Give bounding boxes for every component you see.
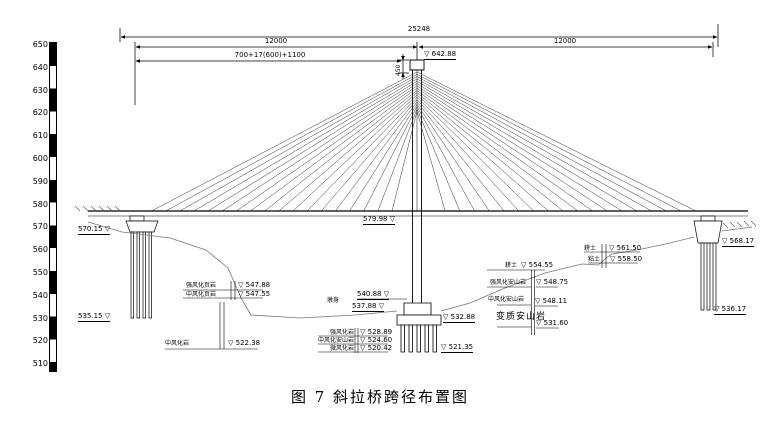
right-abutment bbox=[694, 216, 722, 310]
dim-total-span: 25248 bbox=[407, 25, 431, 33]
dim-cable-spacing: 700+17(600)+1100 bbox=[234, 51, 306, 59]
elevation-marker-icon: ▽ bbox=[238, 290, 244, 298]
tower-foundation bbox=[357, 299, 441, 352]
scale-label: 650 bbox=[32, 40, 48, 49]
terrain-lines bbox=[88, 222, 752, 318]
geology-left-stratum-1: 强风化页岩 bbox=[186, 282, 217, 289]
dim-left-span: 12000 bbox=[264, 37, 288, 45]
elevation-tower-top: ▽ 642.88 bbox=[424, 50, 457, 60]
elevation-left-pile-tip: 535.15 ▽ bbox=[78, 312, 111, 322]
geology-left-stratum-2: 中风化页岩 bbox=[186, 291, 217, 298]
elevation-right-terrace-1: ▽ 561.50 bbox=[609, 244, 642, 252]
elevation-marker-icon: ▽ bbox=[360, 336, 366, 344]
geology-borehole-1: 耕土 bbox=[505, 262, 518, 269]
geology-center-stratum-2: 中风化安山岩 bbox=[317, 337, 354, 344]
elevation-center-stratum-3: ▽ 520.42 bbox=[360, 344, 393, 352]
stay-cables bbox=[152, 72, 696, 211]
elevation-right-pile-tip: ▽ 536.17 bbox=[714, 305, 747, 315]
elevation-marker-icon: ▽ bbox=[228, 339, 234, 347]
elevation-marker-icon: ▽ bbox=[722, 237, 728, 245]
elevation-scale-bar bbox=[49, 42, 57, 372]
elevation-cap-bottom: ▽ 532.88 bbox=[443, 313, 476, 323]
elevation-marker-icon: ▽ bbox=[383, 290, 390, 298]
scale-label: 580 bbox=[32, 200, 48, 209]
geology-borehole-4: 变质安山岩 bbox=[496, 312, 547, 322]
scale-label: 630 bbox=[32, 86, 48, 95]
geology-right-soil-2: 粘土 bbox=[588, 256, 601, 263]
scale-label: 620 bbox=[32, 108, 48, 117]
elevation-marker-icon: ▽ bbox=[378, 302, 385, 310]
scale-label: 590 bbox=[32, 177, 48, 186]
elevation-cap-mid: 537.88 ▽ bbox=[352, 302, 385, 312]
elevation-right-abutment: ▽ 568.17 bbox=[722, 237, 755, 247]
elevation-left-abutment: 570.15 ▽ bbox=[78, 225, 111, 235]
elevation-right-terrace-2: ▽ 558.50 bbox=[610, 255, 643, 263]
elevation-center-stratum-2: ▽ 524.60 bbox=[360, 336, 393, 344]
ground-hatching bbox=[75, 206, 756, 228]
geology-center-stratum-3: 微风化岩 bbox=[329, 345, 354, 352]
scale-label: 610 bbox=[32, 131, 48, 140]
elevation-marker-icon: ▽ bbox=[714, 305, 720, 313]
elevation-marker-icon: ▽ bbox=[360, 344, 366, 352]
right-terrace-leaders bbox=[584, 244, 640, 268]
elevation-borehole-4: ▽ 531.60 bbox=[536, 319, 569, 327]
elevation-borehole-1: ▽ 554.55 bbox=[521, 261, 554, 269]
elevation-marker-icon: ▽ bbox=[521, 261, 527, 269]
left-strata-leaders bbox=[165, 281, 263, 349]
elevation-marker-icon: ▽ bbox=[610, 255, 616, 263]
elevation-borehole-2: ▽ 548.75 bbox=[536, 278, 569, 286]
elevation-borehole-3: ▽ 548.11 bbox=[535, 297, 568, 305]
elevation-marker-icon: ▽ bbox=[104, 312, 111, 320]
left-abutment bbox=[126, 216, 158, 318]
scale-label: 530 bbox=[32, 314, 48, 323]
dim-tower-anchor-height: 450 bbox=[395, 64, 402, 76]
elevation-left-stratum-1: ▽ 547.88 bbox=[238, 281, 271, 289]
elevation-left-rock: ▽ 522.38 bbox=[228, 339, 261, 347]
geology-right-soil-1: 耕土 bbox=[584, 245, 597, 252]
scale-label: 640 bbox=[32, 63, 48, 72]
scale-label: 570 bbox=[32, 222, 48, 231]
elevation-marker-icon: ▽ bbox=[238, 281, 244, 289]
elevation-marker-icon: ▽ bbox=[609, 244, 615, 252]
elevation-deck-at-tower: 579.98 ▽ bbox=[363, 215, 396, 225]
elevation-marker-icon: ▽ bbox=[104, 225, 111, 233]
figure-caption: 图 7 斜拉桥跨径布置图 bbox=[290, 388, 470, 406]
elevation-marker-icon: ▽ bbox=[443, 313, 449, 321]
pier-label: 墩身 bbox=[327, 297, 340, 304]
scale-label: 550 bbox=[32, 268, 48, 277]
tower bbox=[410, 60, 424, 303]
elevation-marker-icon: ▽ bbox=[536, 319, 542, 327]
geology-borehole-3: 中风化安山岩 bbox=[488, 296, 525, 303]
elevation-cap-top: 540.88 ▽ bbox=[357, 290, 390, 300]
geology-center-stratum-1: 强风化岩 bbox=[329, 329, 354, 336]
bridge-deck bbox=[88, 211, 748, 216]
borehole-column bbox=[487, 270, 559, 335]
elevation-marker-icon: ▽ bbox=[535, 297, 541, 305]
center-strata-leaders bbox=[318, 328, 388, 353]
scale-label: 520 bbox=[32, 336, 48, 345]
scale-label: 600 bbox=[32, 154, 48, 163]
elevation-tower-pile-tip: ▽ 521.35 bbox=[441, 343, 474, 353]
elevation-left-stratum-2: ▽ 547.55 bbox=[238, 290, 271, 298]
geology-borehole-2: 强风化安山岩 bbox=[490, 279, 527, 286]
elevation-marker-icon: ▽ bbox=[389, 215, 396, 223]
elevation-marker-icon: ▽ bbox=[441, 343, 447, 351]
geology-left-rock: 中风化岩 bbox=[165, 340, 190, 347]
elevation-marker-icon: ▽ bbox=[424, 50, 430, 58]
elevation-marker-icon: ▽ bbox=[360, 328, 366, 336]
dimension-lines bbox=[120, 24, 718, 105]
dim-right-span: 12000 bbox=[553, 37, 577, 45]
scale-label: 560 bbox=[32, 245, 48, 254]
scale-label: 540 bbox=[32, 291, 48, 300]
elevation-marker-icon: ▽ bbox=[536, 278, 542, 286]
scale-label: 510 bbox=[32, 359, 48, 368]
elevation-center-stratum-1: ▽ 528.89 bbox=[360, 328, 393, 336]
